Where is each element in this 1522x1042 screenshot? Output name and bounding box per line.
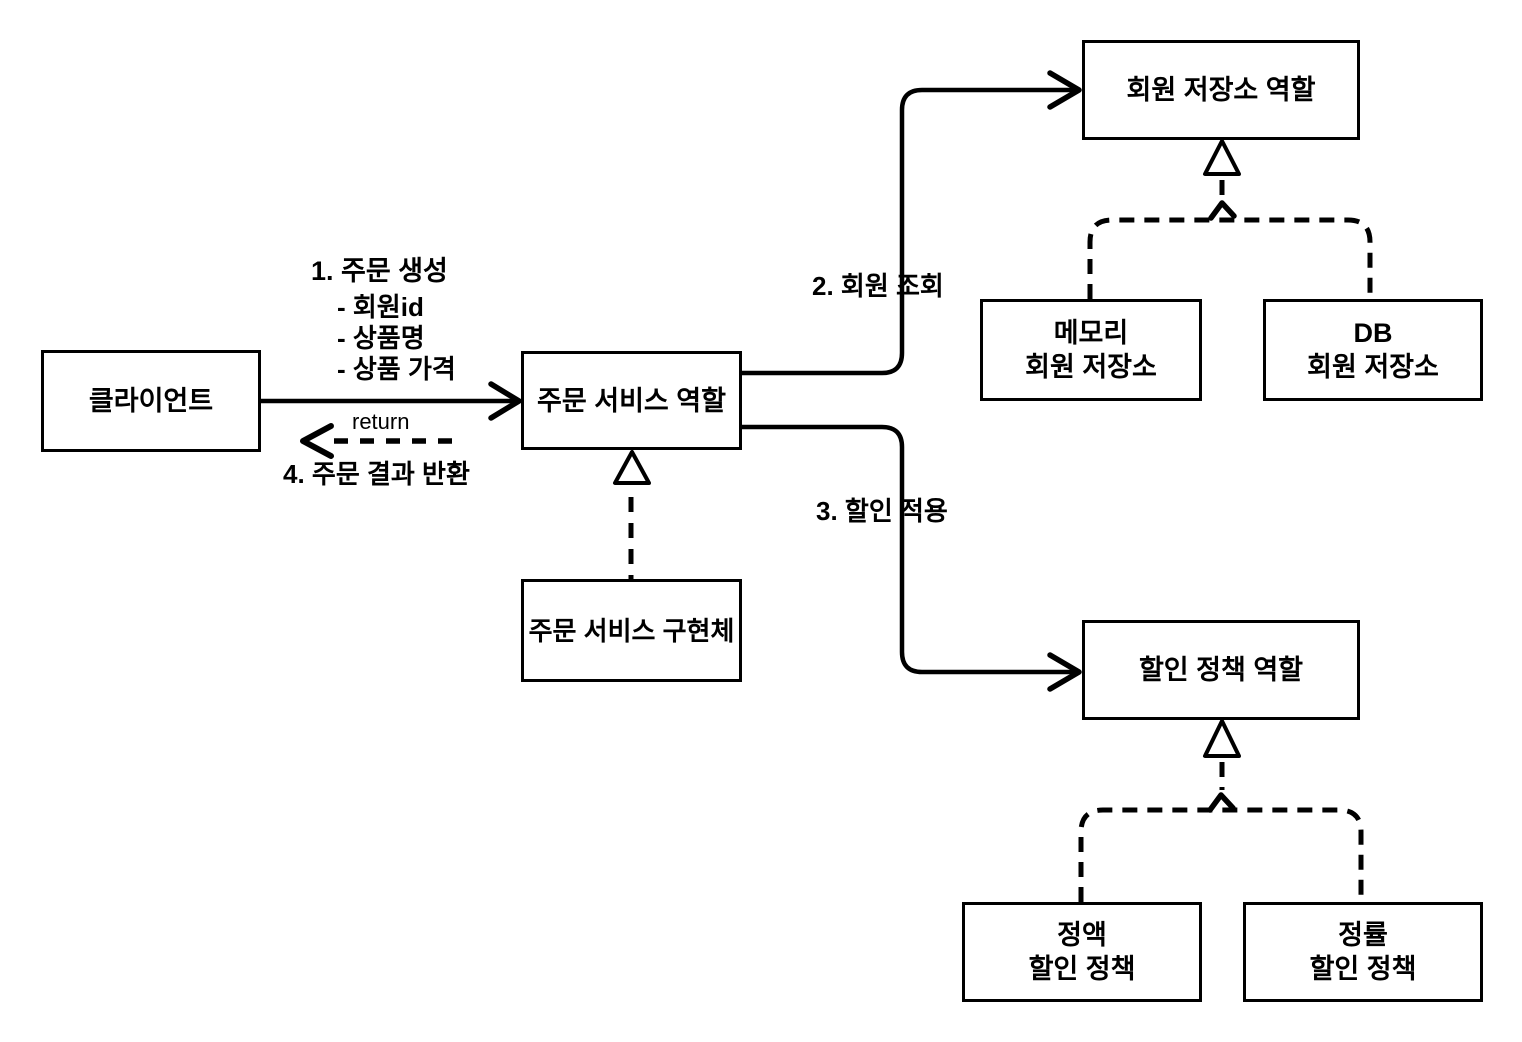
member-lookup-arrow bbox=[742, 70, 1082, 376]
step4-order-result-label: 4. 주문 결과 반환 bbox=[283, 459, 470, 489]
db-member-repository-box: DB 회원 저장소 bbox=[1263, 299, 1483, 401]
discount-apply-arrow bbox=[742, 424, 1082, 692]
order-service-impl-box: 주문 서비스 구현체 bbox=[521, 579, 742, 682]
order-create-arrow bbox=[261, 381, 522, 421]
hollow-triangle-icon bbox=[1203, 719, 1241, 758]
member-repo-realization-branch bbox=[1087, 139, 1373, 299]
order-impl-realization-line bbox=[613, 450, 651, 580]
step1-order-create-label: 1. 주문 생성 bbox=[311, 256, 448, 286]
step1-member-id-item: - 회원id bbox=[337, 292, 424, 322]
hollow-triangle-icon bbox=[613, 450, 651, 485]
caret-up-icon bbox=[1207, 792, 1236, 813]
step1-product-price-item: - 상품 가격 bbox=[337, 354, 456, 384]
step2-member-lookup-label: 2. 회원 조회 bbox=[812, 271, 944, 301]
hollow-triangle-icon bbox=[1203, 139, 1241, 176]
rate-discount-policy-box: 정률 할인 정책 bbox=[1243, 902, 1483, 1002]
discount-policy-role-box: 할인 정책 역할 bbox=[1082, 620, 1360, 720]
order-service-role-box: 주문 서비스 역할 bbox=[521, 351, 742, 450]
caret-up-icon bbox=[1208, 200, 1237, 221]
memory-member-repository-box: 메모리 회원 저장소 bbox=[980, 299, 1202, 401]
member-repository-role-box: 회원 저장소 역할 bbox=[1082, 40, 1360, 140]
discount-policy-realization-branch bbox=[1078, 719, 1364, 902]
client-box: 클라이언트 bbox=[41, 350, 261, 452]
return-label: return bbox=[352, 409, 410, 434]
return-arrow bbox=[300, 423, 464, 459]
step1-product-name-item: - 상품명 bbox=[337, 323, 425, 353]
step3-discount-apply-label: 3. 할인 적용 bbox=[816, 496, 948, 526]
fixed-discount-policy-box: 정액 할인 정책 bbox=[962, 902, 1202, 1002]
